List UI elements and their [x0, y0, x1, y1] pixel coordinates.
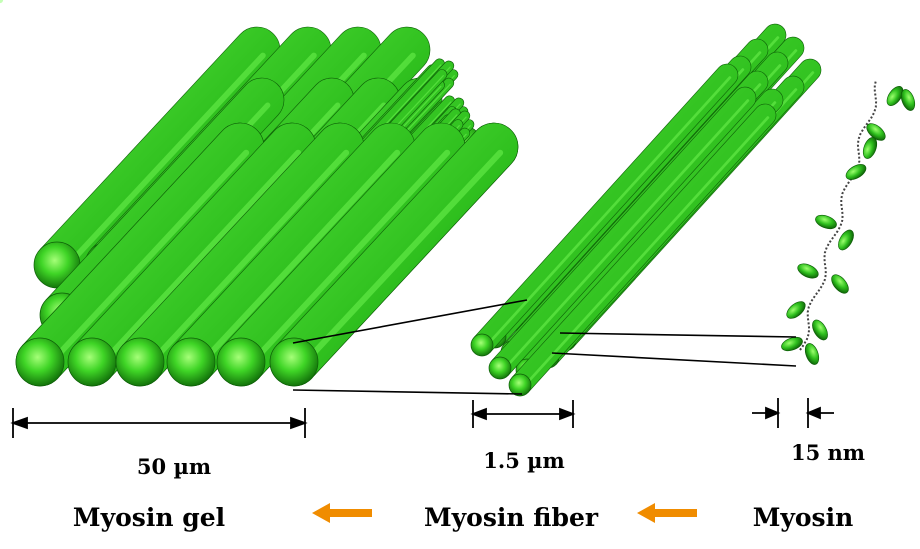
- gel-scale-label: 50 µm: [137, 454, 211, 479]
- myosin-filament: [781, 79, 916, 365]
- myosin-scale-label: 15 nm: [791, 440, 865, 465]
- fiber-rod: [508, 103, 777, 397]
- myosin-head: [900, 89, 916, 111]
- gel-rod-front: [67, 122, 317, 387]
- myosin-gel-bundle: [0, 0, 519, 387]
- scale-bar-myosin: [752, 398, 834, 428]
- scale-bar-gel: [10, 408, 308, 438]
- myosin-head: [804, 343, 820, 365]
- zoom-connector-lines: [292, 299, 797, 395]
- fiber-rod: [470, 63, 739, 357]
- connector-line: [559, 332, 797, 338]
- myosin-fiber-bundle: [470, 23, 822, 397]
- arrow-myosin-to-fiber-icon: [637, 503, 697, 523]
- connector-line: [292, 299, 528, 344]
- gel-rod-front: [115, 122, 365, 387]
- gel-rod: [33, 26, 281, 289]
- fiber-rod: [488, 86, 757, 380]
- myosin-head: [815, 214, 837, 230]
- caption-myosin-fiber: Myosin fiber: [424, 503, 599, 532]
- arrow-fiber-to-gel-icon: [312, 503, 372, 523]
- myosin-head: [838, 229, 854, 251]
- gel-rod-front: [15, 122, 265, 387]
- connector-line: [551, 352, 797, 367]
- scale-bar-fiber: [470, 400, 576, 428]
- myosin-head: [831, 274, 849, 294]
- myosin-head: [862, 137, 878, 159]
- caption-myosin-gel: Myosin gel: [73, 503, 225, 532]
- fiber-scale-label: 1.5 µm: [483, 448, 564, 473]
- myosin-head: [886, 86, 904, 106]
- connector-line: [292, 389, 523, 395]
- myosin-head: [781, 336, 803, 352]
- caption-myosin: Myosin: [753, 503, 854, 532]
- myosin-head: [786, 301, 806, 319]
- myosin-head: [866, 123, 886, 141]
- gel-rod-front: [269, 122, 519, 387]
- myosin-head: [812, 319, 828, 341]
- myosin-head: [797, 263, 819, 279]
- gel-rod-front: [166, 122, 416, 387]
- myosin-head: [845, 164, 867, 180]
- myosin-backbone: [799, 79, 878, 351]
